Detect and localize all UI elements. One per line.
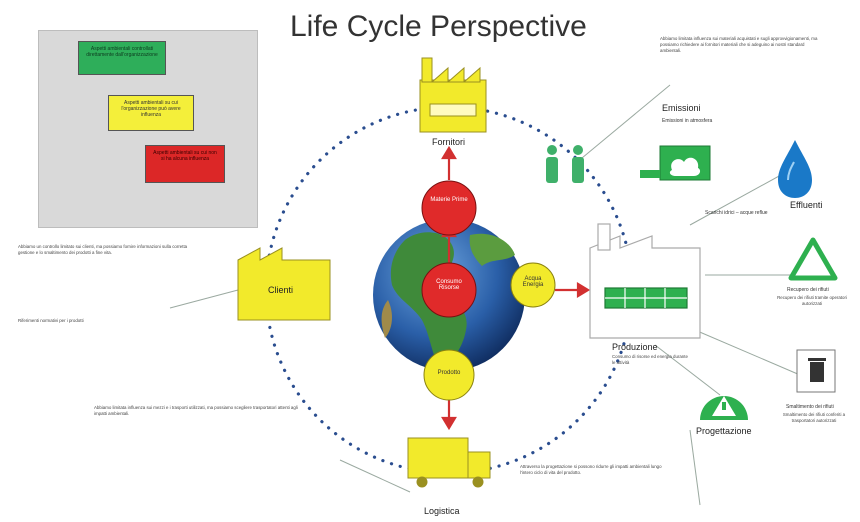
clienti-building-icon	[237, 247, 331, 321]
recycle-icon	[788, 237, 838, 281]
progettazione-note: Attraverso la progettazione si possono r…	[520, 464, 662, 475]
acqua-energia-circle	[510, 262, 556, 308]
clienti-reference: Riferimenti normativi per i prodotti	[18, 318, 84, 323]
waste-bin-icon	[796, 349, 836, 393]
smaltimento-label: Smaltimento dei rifiuti	[786, 404, 834, 410]
logistica-truck-icon	[407, 437, 491, 488]
fornitori-factory-icon	[419, 57, 487, 133]
acqua-energia-label: Acqua Energia	[522, 276, 544, 288]
logistica-note: Abbiamo limitata influenza sui mezzi e i…	[94, 405, 298, 416]
materie-prime-circle	[421, 180, 477, 236]
materie-prime-label: Materie Prime	[430, 197, 468, 203]
recupero-detail: Recupero dei rifiuti tramite operatori a…	[777, 295, 847, 306]
emissioni-icon	[640, 145, 711, 181]
produzione-label: Produzione	[612, 342, 658, 352]
clienti-note: Abbiamo un controllo limitato sui client…	[18, 244, 188, 255]
flow-arrows	[441, 145, 591, 431]
legend-red: Aspetti ambientali su cui non si ha alcu…	[145, 145, 225, 183]
effluenti-detail: Scarichi idrici – acque reflue	[705, 210, 768, 216]
logistica-label: Logistica	[424, 506, 460, 516]
effluenti-water-drop-icon	[778, 140, 812, 198]
progettazione-label: Progettazione	[696, 426, 752, 436]
emissioni-detail: Emissioni in atmosfera	[662, 118, 713, 124]
connector-lines	[169, 84, 801, 506]
prodotto-circle	[423, 349, 475, 401]
suppliers-note: Abbiamo limitata influenza sui materiali…	[660, 36, 818, 53]
prodotto-label: Prodotto	[437, 370, 461, 376]
page-title: Life Cycle Perspective	[290, 10, 587, 43]
suppliers-people-icon	[546, 145, 584, 183]
legend-yellow: Aspetti ambientali su cui l'organizzazio…	[108, 95, 194, 131]
legend-panel: Aspetti ambientali controllati direttame…	[38, 30, 258, 228]
emissioni-label: Emissioni	[662, 103, 701, 113]
recupero-label: Recupero dei rifiuti	[787, 287, 829, 293]
effluenti-label: Effluenti	[790, 200, 823, 210]
fornitori-label: Fornitori	[432, 137, 466, 147]
produzione-detail: Consumo di risorse ed energia durante le…	[612, 354, 688, 365]
legend-green: Aspetti ambientali controllati direttame…	[78, 41, 166, 75]
consumo-risorse-circle	[421, 262, 477, 318]
progettazione-icon	[700, 396, 748, 420]
produzione-factory-icon	[589, 223, 701, 339]
smaltimento-detail: Smaltimento dei rifiuti conferiti a tras…	[782, 412, 846, 423]
clienti-label: Clienti	[268, 285, 294, 295]
consumo-risorse-label: Consumo Risorse	[436, 279, 462, 291]
